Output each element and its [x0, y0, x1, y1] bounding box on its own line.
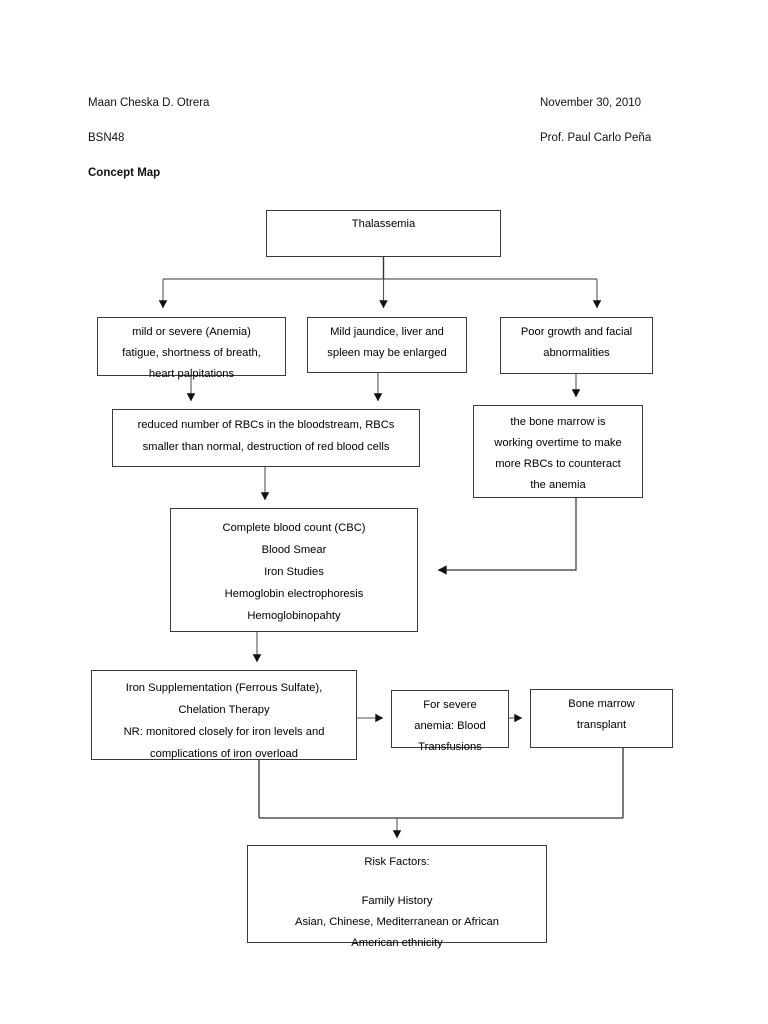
node-treatment-line-2: NR: monitored closely for iron levels an… — [123, 726, 325, 738]
node-reduced-rbc-line-0: reduced number of RBCs in the bloodstrea… — [137, 419, 395, 431]
node-treatment-line-1: Chelation Therapy — [178, 704, 270, 716]
node-treatment[interactable]: Iron Supplementation (Ferrous Sulfate), … — [91, 670, 357, 760]
node-blood-transfusion-line-2: Transfusions — [418, 741, 482, 753]
node-jaundice[interactable]: Mild jaundice, liver and spleen may be e… — [307, 317, 467, 373]
node-risk-factors[interactable]: Risk Factors: Family History Asian, Chin… — [247, 845, 547, 949]
node-bone-marrow-overtime[interactable]: the bone marrow is working overtime to m… — [473, 405, 643, 498]
node-poor-growth-line-1: abnormalities — [543, 347, 610, 359]
node-bone-marrow-transplant-line-0: Bone marrow — [568, 698, 635, 710]
node-thalassemia[interactable]: Thalassemia — [266, 210, 501, 257]
node-diagnostic-tests-line-3: Hemoglobin electrophoresis — [224, 588, 364, 600]
node-diagnostic-tests[interactable]: Complete blood count (CBC) Blood Smear I… — [170, 508, 418, 632]
edge-marrow-to-diagnostics — [437, 498, 577, 575]
node-symptoms[interactable]: mild or severe (Anemia) fatigue, shortne… — [97, 317, 286, 380]
node-bone-marrow-overtime-line-0: the bone marrow is — [510, 416, 606, 428]
node-diagnostic-tests-line-1: Blood Smear — [261, 544, 327, 556]
node-bone-marrow-overtime-line-2: more RBCs to counteract — [495, 458, 621, 470]
node-treatment-line-3: complications of iron overload — [150, 748, 298, 760]
document-date: November 30, 2010 — [540, 97, 642, 109]
node-poor-growth[interactable]: Poor growth and facial abnormalities — [500, 317, 653, 374]
node-risk-factors-line-0: Family History — [361, 895, 433, 907]
node-diagnostic-tests-line-4: Hemoglobinopahty — [247, 610, 341, 622]
node-risk-factors-line-2: American ethnicity — [351, 937, 443, 949]
node-bone-marrow-transplant[interactable]: Bone marrow transplant — [530, 689, 673, 748]
node-symptoms-line-0: mild or severe (Anemia) — [132, 326, 251, 338]
node-blood-transfusion-line-0: For severe — [423, 699, 477, 711]
node-jaundice-line-0: Mild jaundice, liver and — [330, 326, 444, 338]
node-poor-growth-line-0: Poor growth and facial — [520, 326, 633, 338]
student-name: Maan Cheska D. Otrera — [88, 97, 210, 109]
node-risk-factors-heading: Risk Factors: — [364, 856, 430, 868]
node-diagnostic-tests-line-0: Complete blood count (CBC) — [222, 522, 366, 534]
node-symptoms-line-1: fatigue, shortness of breath, — [122, 347, 261, 359]
node-thalassemia-line-0: Thalassemia — [351, 218, 416, 230]
node-reduced-rbc-line-1: smaller than normal, destruction of red … — [142, 441, 390, 453]
professor-name: Prof. Paul Carlo Peña — [540, 132, 652, 144]
node-blood-transfusion[interactable]: For severe anemia: Blood Transfusions — [391, 690, 509, 753]
node-risk-factors-line-1: Asian, Chinese, Mediterranean or African — [295, 916, 499, 928]
section-code: BSN48 — [88, 132, 125, 144]
node-reduced-rbc[interactable]: reduced number of RBCs in the bloodstrea… — [112, 409, 420, 467]
page-title: Concept Map — [88, 167, 161, 179]
node-bone-marrow-transplant-line-1: transplant — [576, 719, 627, 731]
risk-factors-spacer — [254, 873, 540, 891]
node-bone-marrow-overtime-line-3: the anemia — [530, 479, 586, 491]
node-bone-marrow-overtime-line-1: working overtime to make — [494, 437, 622, 449]
node-blood-transfusion-line-1: anemia: Blood — [414, 720, 486, 732]
node-jaundice-line-1: spleen may be enlarged — [327, 347, 447, 359]
node-diagnostic-tests-line-2: Iron Studies — [264, 566, 324, 578]
node-symptoms-line-2: heart palpitations — [148, 368, 235, 380]
node-treatment-line-0: Iron Supplementation (Ferrous Sulfate), — [125, 682, 323, 694]
